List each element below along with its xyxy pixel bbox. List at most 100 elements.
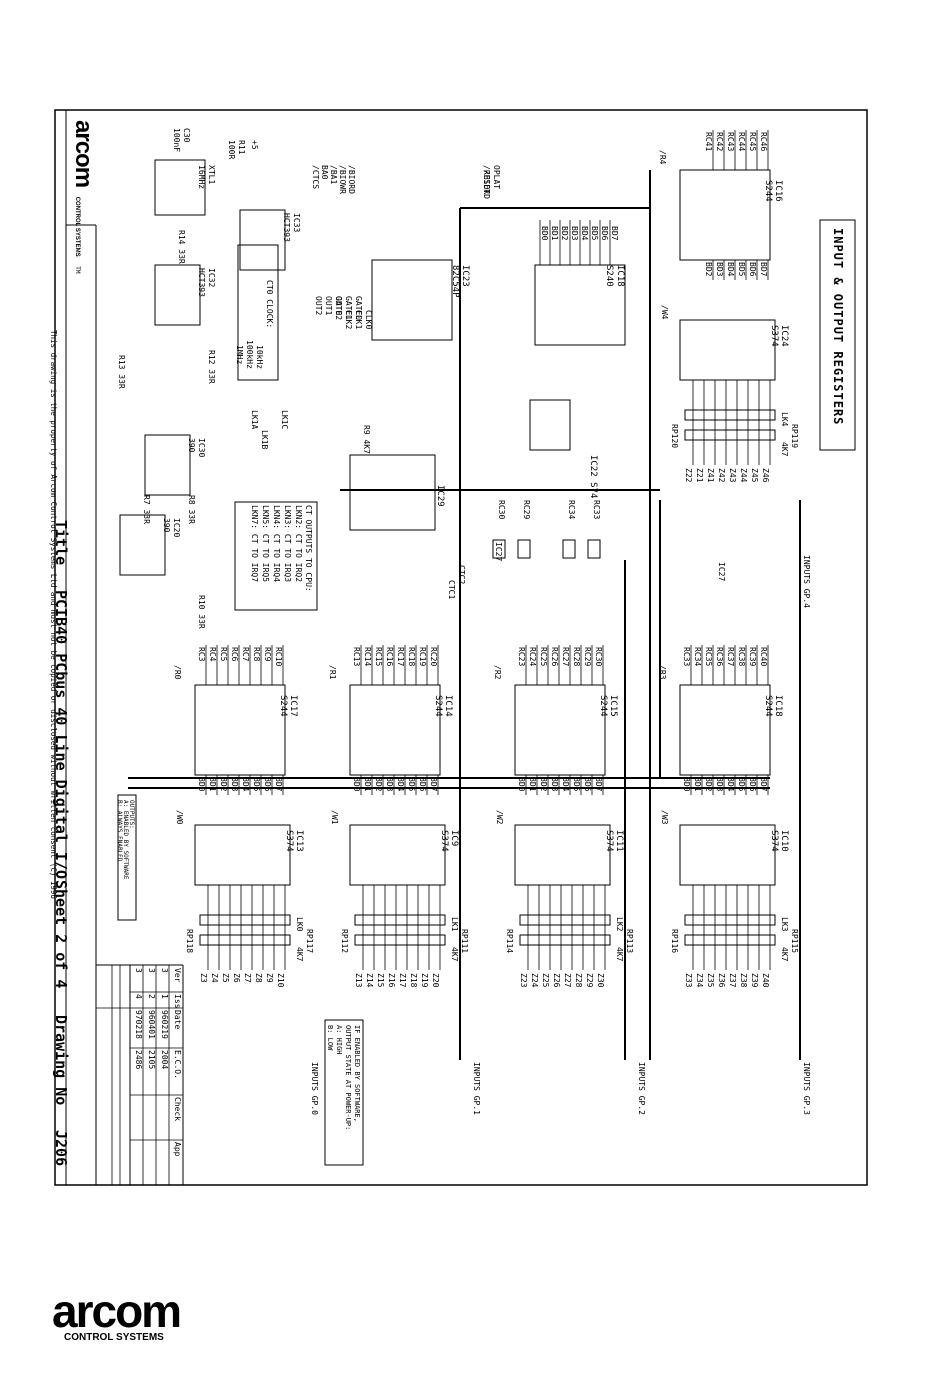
output-net-label: BD6 xyxy=(583,777,592,792)
counter-name: IC33 xyxy=(292,213,301,233)
resistor-label: R7 33R xyxy=(142,495,151,524)
rev-header: E.C.O. xyxy=(173,1050,182,1079)
chip-type: S374 xyxy=(769,325,779,347)
link-label: LK0 xyxy=(295,917,304,932)
ic22-signal: /RESET xyxy=(482,165,491,194)
enable-note-line: B: LOW xyxy=(326,1025,334,1051)
data-bus-lines xyxy=(128,170,801,1060)
input-net-label: RC16 xyxy=(385,647,394,667)
counter-body xyxy=(119,514,166,576)
title-block-logo: arcom CONTROL SYSTEMS TM xyxy=(69,120,97,273)
output-net-label: BD1 xyxy=(363,777,372,792)
lk-label: LK1A xyxy=(250,410,259,430)
ic23-label: IC23 xyxy=(460,265,470,287)
rev-header: Iss xyxy=(173,994,182,1009)
inputs-label: INPUTS GP.1 xyxy=(472,1062,481,1115)
resistor-pack-top xyxy=(354,914,446,926)
resistor-label: R14 33R xyxy=(177,230,186,264)
resistor-pack-top xyxy=(519,914,611,926)
z-output-label: Z33 xyxy=(684,973,693,988)
clock-net-label: /W2 xyxy=(495,810,504,825)
input-net-label: RC25 xyxy=(539,647,548,667)
osc-name: XTL1 xyxy=(207,165,216,185)
counter-body xyxy=(154,264,201,326)
drawing-no-label: Drawing No xyxy=(52,1015,70,1105)
resistor-pack-top xyxy=(684,409,776,421)
chip-type: S244 xyxy=(598,695,608,717)
z-output-label: Z43 xyxy=(728,468,737,483)
rev-header: Date xyxy=(173,1010,182,1030)
z-output-label: Z3 xyxy=(199,973,208,983)
enable-net-label: /R0 xyxy=(173,665,182,680)
resistor-pack-bottom xyxy=(519,934,611,946)
output-net-label: BD7 xyxy=(594,777,603,792)
input-net-label: RC24 xyxy=(528,647,537,667)
link-label: LK1 xyxy=(450,917,459,932)
chip-type: S244 xyxy=(278,695,288,717)
input-net-label: RC36 xyxy=(715,647,724,667)
output-net-label: BD4 xyxy=(396,777,405,792)
input-net-label: RC40 xyxy=(759,647,768,667)
inputs-label: INPUTS GP.0 xyxy=(310,1062,319,1115)
resistor-pack-name: RP116 xyxy=(670,929,679,954)
clock-box xyxy=(237,244,279,381)
ic22-name: IC22 xyxy=(588,455,598,477)
input-net-label: RC30 xyxy=(594,647,603,667)
ic22-body xyxy=(529,399,571,451)
chip-type: S244 xyxy=(433,695,443,717)
ic22-signal: OPLAT xyxy=(492,165,501,190)
clock-net-label: /W0 xyxy=(175,810,184,825)
z-output-label: Z20 xyxy=(431,973,440,988)
supply-label: +5 xyxy=(250,140,259,150)
section-title-text: INPUT & OUTPUT REGISTERS xyxy=(831,228,845,426)
counter-name: IC32 xyxy=(207,268,216,288)
ic23-gate-pin: GATE1 xyxy=(344,296,353,321)
input-net-label: RC29 xyxy=(583,647,592,667)
revision-table xyxy=(96,965,183,1185)
ic18-pin-label: BD5 xyxy=(590,226,599,241)
output-net-label: BD4 xyxy=(726,262,735,277)
input-net-label: RC46 xyxy=(759,132,768,152)
enable-net-label: /R2 xyxy=(493,665,502,680)
title-logo-tm: TM xyxy=(74,266,81,274)
ic23-name: IC23 xyxy=(460,265,470,287)
input-net-label: RC5 xyxy=(219,647,228,662)
chip-body xyxy=(679,169,771,261)
misc-components xyxy=(119,159,626,576)
z-output-label: Z9 xyxy=(265,973,274,983)
input-net-label: RC4 xyxy=(208,647,217,662)
chip-name: IC24 xyxy=(779,325,789,347)
outputs-note-box xyxy=(117,794,137,921)
resistor-pack-value: 4K7 xyxy=(615,947,624,962)
output-net-label: BD5 xyxy=(737,262,746,277)
resistor-pack-name: RP120 xyxy=(670,424,679,449)
rev-header: Check xyxy=(173,1097,182,1122)
inverter-body xyxy=(587,539,601,559)
output-net-label: BD1 xyxy=(693,777,702,792)
ic18-pin-label: BD7 xyxy=(610,226,619,241)
drawing-number-text: J206 xyxy=(52,1130,70,1167)
output-net-label: BD6 xyxy=(418,777,427,792)
ic23-bus-signal: /BIOWR xyxy=(338,165,347,194)
resistor-pack-top xyxy=(684,914,776,926)
resistor-pack-value: 4K7 xyxy=(450,947,459,962)
input-net-label: RC9 xyxy=(263,647,272,662)
footer-logo-tagline: CONTROL SYSTEMS xyxy=(64,1332,164,1343)
counter-type: HCT393 xyxy=(197,268,206,297)
chip-name: IC16 xyxy=(773,180,783,202)
chip-body xyxy=(349,684,441,776)
counter-type: 390 xyxy=(162,518,171,533)
input-net-label: RC15 xyxy=(374,647,383,667)
resistor-label: R13 33R xyxy=(117,355,126,389)
links-box-row: LKN7: CT TO IRQ7 xyxy=(250,505,259,583)
s244-chips xyxy=(194,130,771,795)
ic18-pin-label: BD3 xyxy=(570,226,579,241)
counter-name: IC30 xyxy=(197,438,206,458)
output-net-label: BD5 xyxy=(252,777,261,792)
rev-cell: 3 xyxy=(147,968,156,973)
output-net-label: BD2 xyxy=(219,777,228,792)
cap-value: 100nF xyxy=(172,128,181,153)
ic18-type: S240 xyxy=(604,265,614,287)
